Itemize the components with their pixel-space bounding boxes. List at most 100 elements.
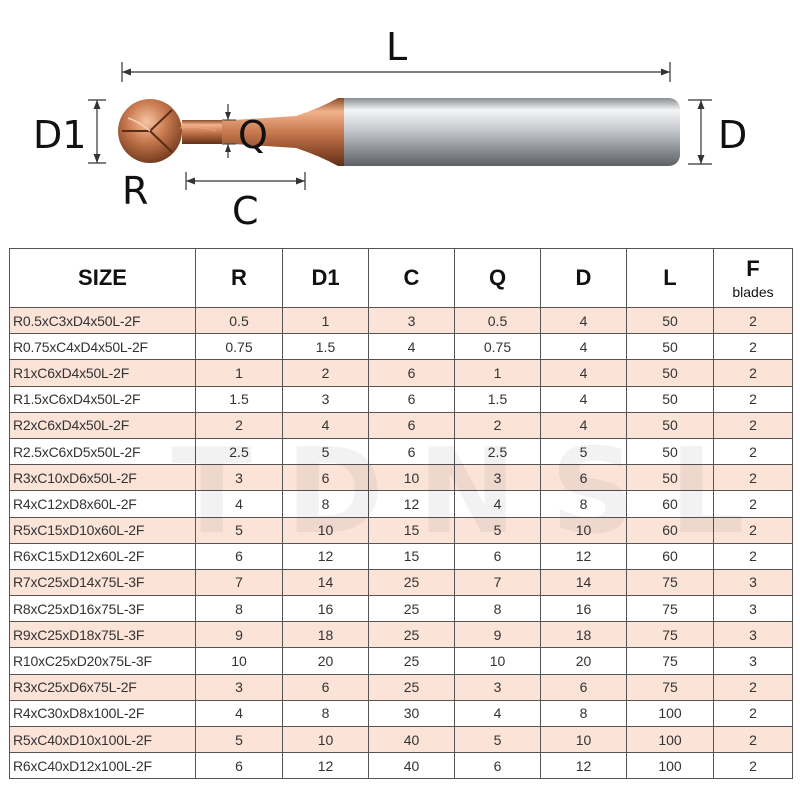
label-d: D bbox=[718, 113, 748, 157]
table-cell: 6 bbox=[368, 385, 455, 413]
table-cell: 2 bbox=[713, 542, 793, 570]
table-cell: R4xC30xD8x100L-2F bbox=[9, 699, 196, 728]
table-cell: 2.5 bbox=[195, 437, 283, 466]
table-cell: R5xC40xD10x100L-2F bbox=[9, 725, 196, 754]
table-cell: 4 bbox=[540, 385, 627, 413]
table-cell: 10 bbox=[540, 725, 627, 754]
table-cell: 2 bbox=[713, 333, 793, 361]
table-cell: 5 bbox=[195, 725, 283, 754]
column-header-subtitle: blades bbox=[732, 284, 774, 300]
column-header-q: Q bbox=[454, 248, 541, 308]
neck-taper bbox=[218, 98, 344, 166]
table-cell: 25 bbox=[368, 621, 455, 649]
table-cell: R5xC15xD10x60L-2F bbox=[9, 516, 196, 544]
table-cell: 6 bbox=[195, 752, 283, 780]
table-cell: 60 bbox=[626, 516, 714, 544]
table-cell: 3 bbox=[454, 673, 541, 701]
table-cell: 2 bbox=[713, 725, 793, 754]
tool-diagram: L D1 Q D R C bbox=[0, 0, 800, 240]
column-header-d1: D1 bbox=[282, 248, 369, 308]
table-cell: 40 bbox=[368, 752, 455, 780]
table-cell: 3 bbox=[195, 464, 283, 492]
label-r: R bbox=[122, 169, 149, 213]
table-cell: 2 bbox=[713, 752, 793, 780]
table-cell: 3 bbox=[713, 621, 793, 649]
table-cell: 3 bbox=[713, 647, 793, 675]
table-cell: 1 bbox=[454, 359, 541, 387]
table-cell: 4 bbox=[454, 699, 541, 728]
table-cell: 6 bbox=[540, 464, 627, 492]
table-cell: 2 bbox=[713, 673, 793, 701]
table-cell: 100 bbox=[626, 725, 714, 754]
table-cell: 2 bbox=[713, 516, 793, 544]
table-cell: 100 bbox=[626, 752, 714, 780]
table-cell: 8 bbox=[540, 699, 627, 728]
table-cell: 10 bbox=[195, 647, 283, 675]
table-cell: 5 bbox=[454, 516, 541, 544]
table-cell: R6xC40xD12x100L-2F bbox=[9, 752, 196, 780]
table-cell: 4 bbox=[195, 490, 283, 518]
table-cell: 2 bbox=[713, 385, 793, 413]
table-cell: 1.5 bbox=[282, 333, 369, 361]
table-cell: R4xC12xD8x60L-2F bbox=[9, 490, 196, 518]
table-cell: 4 bbox=[282, 411, 369, 439]
table-cell: 8 bbox=[454, 595, 541, 623]
table-cell: 50 bbox=[626, 333, 714, 361]
table-cell: 8 bbox=[540, 490, 627, 518]
table-cell: 25 bbox=[368, 647, 455, 675]
table-cell: 4 bbox=[195, 699, 283, 728]
table-cell: 6 bbox=[368, 359, 455, 387]
table-cell: 6 bbox=[454, 752, 541, 780]
table-cell: 2 bbox=[713, 490, 793, 518]
table-cell: 50 bbox=[626, 359, 714, 387]
column-header-c: C bbox=[368, 248, 455, 308]
shank bbox=[338, 98, 680, 166]
table-cell: 0.5 bbox=[195, 306, 283, 335]
table-cell: 6 bbox=[540, 673, 627, 701]
table-cell: 5 bbox=[282, 437, 369, 466]
column-header-title: Q bbox=[488, 265, 507, 290]
column-header-size: SIZE bbox=[9, 248, 196, 308]
table-cell: 50 bbox=[626, 306, 714, 335]
table-cell: 15 bbox=[368, 542, 455, 570]
table-cell: 50 bbox=[626, 385, 714, 413]
table-cell: 6 bbox=[195, 542, 283, 570]
table-cell: 7 bbox=[454, 568, 541, 597]
table-cell: 5 bbox=[454, 725, 541, 754]
table-cell: 4 bbox=[540, 333, 627, 361]
table-cell: 3 bbox=[195, 673, 283, 701]
table-cell: 2.5 bbox=[454, 437, 541, 466]
table-cell: R2xC6xD4x50L-2F bbox=[9, 411, 196, 439]
table-cell: 12 bbox=[540, 752, 627, 780]
table-cell: 9 bbox=[195, 621, 283, 649]
table-cell: 2 bbox=[454, 411, 541, 439]
table-cell: R6xC15xD12x60L-2F bbox=[9, 542, 196, 570]
table-cell: 12 bbox=[282, 752, 369, 780]
table-cell: 50 bbox=[626, 464, 714, 492]
table-cell: R7xC25xD14x75L-3F bbox=[9, 568, 196, 597]
table-cell: 6 bbox=[454, 542, 541, 570]
table-cell: 75 bbox=[626, 568, 714, 597]
column-header-title: L bbox=[663, 265, 677, 290]
table-cell: 6 bbox=[282, 464, 369, 492]
table-cell: 20 bbox=[540, 647, 627, 675]
table-cell: 0.75 bbox=[454, 333, 541, 361]
table-cell: 6 bbox=[368, 437, 455, 466]
table-cell: 4 bbox=[368, 333, 455, 361]
table-cell: 2 bbox=[713, 464, 793, 492]
table-cell: 0.75 bbox=[195, 333, 283, 361]
label-l: L bbox=[386, 25, 408, 69]
table-cell: 2 bbox=[282, 359, 369, 387]
